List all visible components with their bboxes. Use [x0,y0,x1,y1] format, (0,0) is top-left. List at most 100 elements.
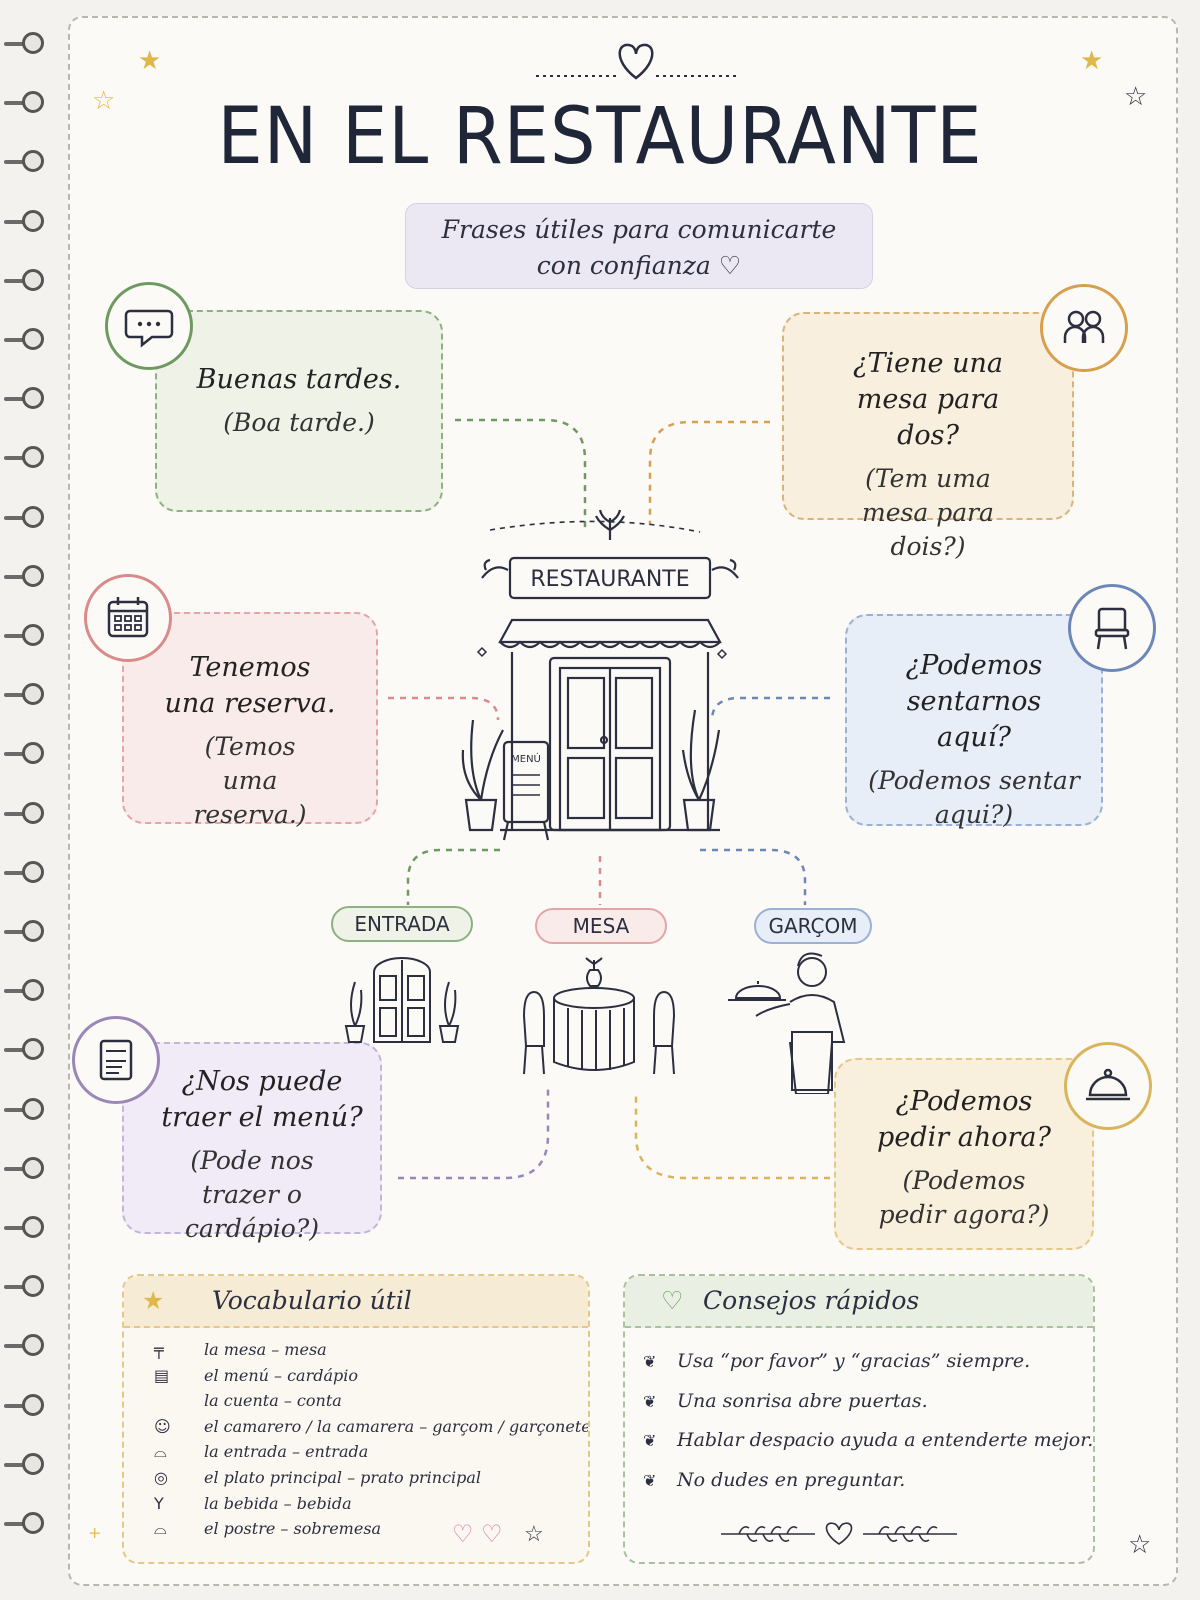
binding-ring [4,385,44,413]
cocktail-icon: Y [154,1493,164,1513]
vocabulary-item: el camarero / la camarera – garçom / gar… [204,1416,590,1436]
star-icon: ★ [142,1286,165,1315]
phrase-card-order-now: ¿Podemos pedir ahora? (Podemos pedir ago… [834,1058,1094,1250]
menu-icon: ▤ [154,1365,170,1385]
binding-ring [4,1155,44,1183]
vocabulary-title: Vocabulario útil [212,1286,412,1315]
vocabulary-item: el plato principal – prato principal [204,1468,482,1487]
heart-icon: ♡ [718,251,742,280]
binding-ring [4,977,44,1005]
speech-bubble-icon [105,282,193,370]
binding-ring [4,1273,44,1301]
vocabulary-item: el menú – cardápio [204,1365,359,1385]
sparkle-icon: + [88,1523,102,1542]
vocabulary-item: el postre – sobremesa [204,1519,382,1539]
leaf-bullet-icon: ❦ [643,1470,657,1490]
cloche-icon: ⌓ [154,1519,167,1539]
restaurant-illustration: RESTAURANTE MENÚ [461,509,739,841]
leaf-bullet-icon: ❦ [643,1352,657,1371]
phrase-es: ¿Nos puede traer el menú? [161,1066,363,1133]
calendar-icon [84,574,172,662]
subtitle: Frases útiles para comunicarte con confi… [405,203,873,289]
binding-ring [4,681,44,709]
cloche-icon: ⌓ [154,1442,167,1462]
vocabulary-heading: ★ Vocabulario útil [124,1276,588,1328]
binding-ring [4,504,44,532]
menu-icon [72,1016,160,1104]
binding-ring [4,1392,44,1420]
heart-icon [536,43,736,80]
binding-ring [4,622,44,650]
table-illustration [522,957,676,1075]
binding-ring [4,148,44,176]
binding-ring [4,208,44,236]
menu-board-label: MENÚ [511,752,541,765]
entrance-illustration [344,957,460,1043]
phrase-pt: (Podemos sentar aqui?) [868,766,1080,829]
vocabulary-panel: ★ Vocabulario útil ╤la mesa – mesa▤el me… [122,1274,590,1564]
leaf-bullet-icon: ❦ [643,1431,657,1450]
phrase-es: Buenas tardes. [196,364,402,395]
plate-icon: ◎ [154,1468,168,1487]
phrase-es: ¿Tiene una mesa para dos? [853,348,1003,451]
subtitle-line-1: Frases útiles para comunicarte [441,215,837,244]
tag-mesa: MESA [535,908,667,944]
vocabulary-item: la entrada – entrada [204,1442,369,1462]
star-icon: ★ [1080,46,1104,76]
binding-ring [4,1036,44,1064]
phrase-pt: (Tem uma mesa para dois?) [862,464,994,561]
tip-item: Usa “por favor” y “gracias” siempre. [677,1350,1031,1372]
phrase-pt: (Pode nos trazer o cardápio?) [185,1146,319,1243]
binding-ring [4,1332,44,1360]
binding-ring [4,740,44,768]
tip-item: Una sonrisa abre puertas. [677,1389,928,1412]
star-icon: ☆ [1124,82,1148,112]
binding-ring [4,444,44,472]
binding-ring [4,563,44,591]
hearts-icon: ♡ ♡ [452,1520,503,1548]
phrase-card-reservation: Tenemos una reserva. (Temos uma reserva.… [122,612,378,829]
leaf-divider-icon [721,1522,957,1545]
phrase-es: ¿Podemos sentarnos aquí? [905,650,1043,753]
binding-ring [4,89,44,117]
phrase-pt: (Boa tarde.) [223,408,375,437]
subtitle-line-2: con confianza ♡ [536,251,742,280]
binding-ring [4,267,44,295]
two-people-icon [1040,284,1128,372]
phrase-es: Tenemos una reserva. [164,652,336,719]
binding-ring [4,326,44,354]
page-title: EN EL RESTAURANTE [217,92,983,182]
star-icon: ☆ [524,1522,544,1547]
waiter-illustration [728,952,846,1094]
phrase-card-table-for-two: ¿Tiene una mesa para dos? (Tem uma mesa … [782,312,1074,561]
heart-icon: ♡ [661,1286,684,1315]
chair-icon [1068,584,1156,672]
star-icon: ★ [138,46,162,76]
vocabulary-item: la bebida – bebida [204,1493,352,1513]
phrase-es: ¿Podemos pedir ahora? [877,1086,1051,1153]
binding-ring [4,1510,44,1538]
tips-title: Consejos rápidos [703,1286,920,1315]
waiter-icon: ☺ [154,1416,171,1436]
cloche-icon [1064,1042,1152,1130]
binding-ring [4,859,44,887]
restaurant-sign: RESTAURANTE [530,567,689,592]
tips-heading: ♡ Consejos rápidos [625,1276,1093,1328]
vocabulary-item: la cuenta – conta [204,1391,342,1411]
binding-ring [4,1214,44,1242]
tag-garcom: GARÇOM [754,908,872,944]
binding-ring [4,800,44,828]
phrase-card-sit-here: ¿Podemos sentarnos aquí? (Podemos sentar… [845,614,1103,829]
binding-ring [4,1451,44,1479]
phrase-pt: (Podemos pedir agora?) [878,1166,1050,1229]
leaf-bullet-icon: ❦ [643,1391,657,1411]
tag-entrada: ENTRADA [331,906,473,942]
phrase-pt: (Temos uma reserva.) [193,732,307,829]
tips-panel: ♡ Consejos rápidos ❦ Usa “por favor” y “g… [623,1274,1095,1564]
phrase-card-greeting: Buenas tardes. (Boa tarde.) [155,310,443,512]
table-icon: ╤ [154,1340,164,1359]
star-icon: ☆ [92,86,116,116]
tip-item: No dudes en preguntar. [677,1468,906,1491]
phrase-card-menu: ¿Nos puede traer el menú? (Pode nos traz… [122,1042,382,1243]
